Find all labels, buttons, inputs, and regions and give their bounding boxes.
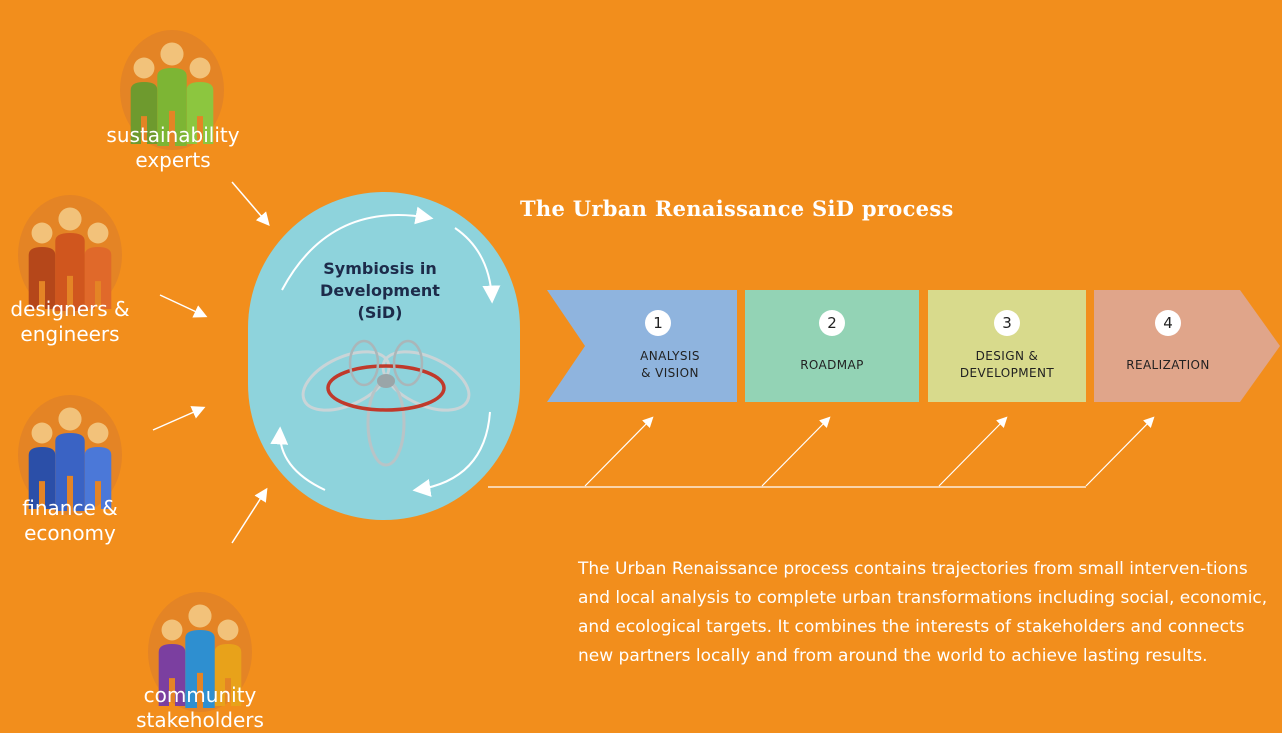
step-1-shape: [547, 290, 737, 402]
arrow-designers: [159, 294, 208, 318]
person-body: [28, 447, 56, 509]
person-body: [55, 233, 85, 311]
cycle-arrow-top: [281, 206, 434, 291]
person-head: [188, 604, 212, 628]
step-1-label: Analysis & Vision: [640, 349, 700, 380]
step-3-label: Design & Development: [959, 349, 1055, 380]
person-head: [189, 57, 211, 79]
person-head: [58, 207, 82, 231]
person-body: [84, 247, 112, 309]
person-body: [130, 82, 158, 144]
arrow-finance: [152, 406, 206, 431]
arrow-to-step-3: [938, 416, 1008, 487]
step-2-label: Roadmap: [800, 358, 864, 372]
step-4-shape: [1094, 290, 1280, 402]
person-head: [31, 222, 53, 244]
arrow-to-step-2: [761, 416, 831, 487]
step-3-shape: [928, 290, 1086, 402]
cycle-arrow-right: [454, 227, 501, 304]
person-head: [31, 422, 53, 444]
arrow-sustainability: [231, 181, 270, 227]
person-head: [58, 407, 82, 431]
person-head: [217, 619, 239, 641]
people-group-icon: [148, 592, 252, 712]
group-label-finance: finance & economy: [22, 496, 118, 545]
person-body: [157, 68, 187, 146]
sid-knot-icon: [301, 339, 471, 467]
group-label-community: community stakeholders: [136, 683, 264, 732]
person-head: [161, 619, 183, 641]
person-body: [84, 447, 112, 509]
person-body: [185, 630, 215, 708]
person-body: [186, 82, 214, 144]
person-head: [160, 42, 184, 66]
person-body: [55, 433, 85, 511]
person-head: [87, 222, 109, 244]
people-group-icon: [18, 195, 122, 315]
step-2-shape: [745, 290, 919, 402]
arrow-community: [231, 487, 268, 544]
step-1-number: 1: [645, 310, 671, 336]
people-group-icon: [18, 395, 122, 515]
person-head: [87, 422, 109, 444]
step-3-number: 3: [994, 310, 1020, 336]
cycle-arrow-left: [270, 426, 326, 491]
person-body: [214, 644, 242, 706]
step-4-label: Realization: [1126, 358, 1210, 372]
step-2-number: 2: [819, 310, 845, 336]
group-label-sustainability: sustainability experts: [106, 123, 240, 172]
person-head: [133, 57, 155, 79]
person-body: [28, 247, 56, 309]
arrow-to-step-1: [584, 416, 654, 487]
group-label-designers: designers & engineers: [10, 297, 130, 346]
description-text: The Urban Renaissance process contains t…: [578, 559, 1268, 666]
center-label: Symbiosis in Development (SiD): [320, 259, 440, 322]
step-4-number: 4: [1155, 310, 1181, 336]
cycle-arrow-bottom: [412, 411, 491, 497]
people-group-icon: [120, 30, 224, 150]
diagram-title: The Urban Renaissance SiD process: [520, 196, 954, 221]
person-body: [158, 644, 186, 706]
arrow-to-step-4: [1085, 416, 1155, 487]
